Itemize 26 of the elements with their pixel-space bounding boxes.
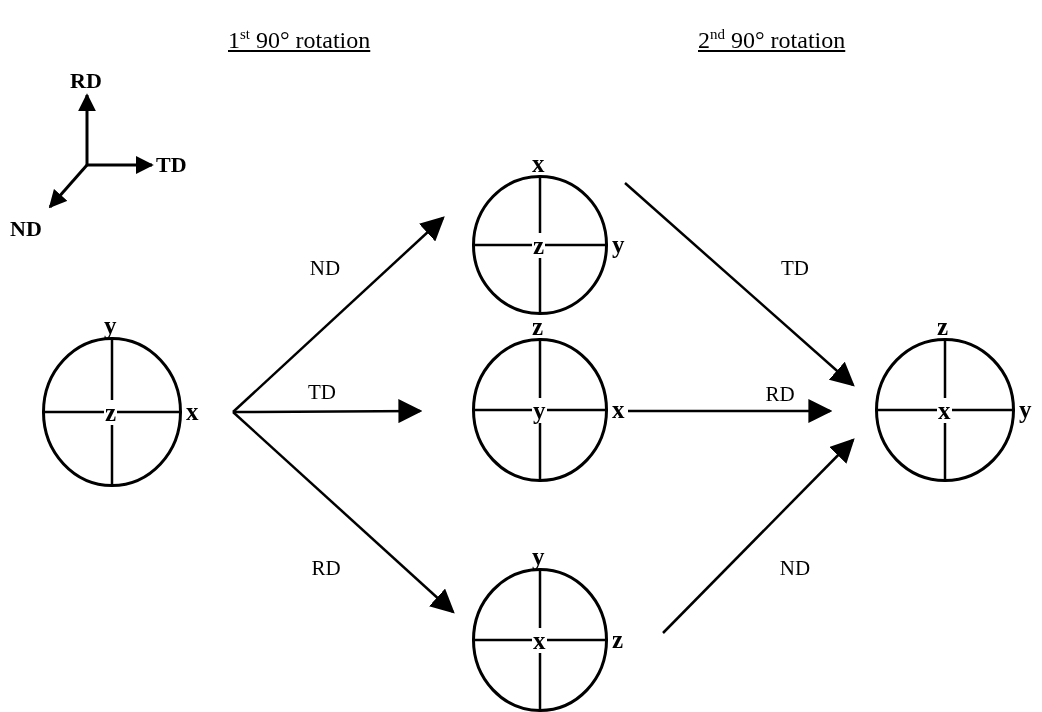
direction-label: RD — [70, 70, 102, 92]
axis-letter: y — [104, 313, 117, 338]
arrow — [233, 399, 423, 424]
axis-letter: y — [532, 544, 545, 569]
axis-letter: x — [186, 399, 199, 424]
axis-letter: z — [612, 627, 624, 652]
axis-letter: x — [937, 398, 952, 423]
axis-letter: y — [532, 398, 547, 423]
rotation-heading: 2$^{nd}$ 90° rotation — [698, 28, 846, 52]
direction-label: ND — [10, 218, 42, 240]
rotation-heading: 1$^{st}$ 90° rotation — [228, 28, 371, 52]
axis-letter: z — [104, 400, 118, 425]
axis-letter: z — [937, 314, 949, 339]
axis-letter: y — [1019, 397, 1032, 422]
axis-letter: z — [532, 314, 544, 339]
arrow — [628, 399, 833, 423]
arrow — [232, 411, 455, 614]
arrow — [662, 438, 855, 634]
arrow — [232, 216, 445, 413]
arrow — [624, 182, 855, 387]
axis-letter: x — [532, 628, 547, 653]
axis-letter: x — [612, 397, 625, 422]
direction-label: TD — [156, 154, 187, 176]
axis-letter: y — [612, 232, 625, 257]
axis-letter: x — [532, 151, 545, 176]
axis-letter: z — [532, 233, 546, 258]
